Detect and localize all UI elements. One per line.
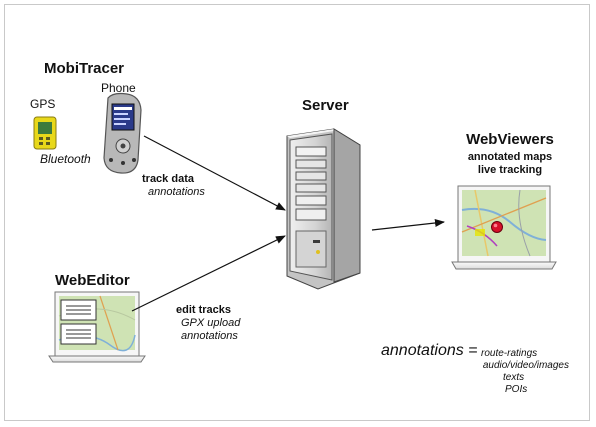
mobitracer-title: MobiTracer [44, 60, 125, 77]
diagram-frame [4, 4, 590, 421]
webeditor-title: WebEditor [55, 272, 130, 289]
webeditor-laptop-icon [48, 291, 146, 363]
edit-annotations-label: annotations [181, 330, 238, 342]
legend-term: annotations = [381, 342, 478, 359]
legend-item: texts [503, 372, 525, 383]
legend-item: audio/video/images [482, 360, 569, 371]
arrow-server-to-webviewers [371, 219, 445, 231]
arrow-webeditor-to-server [131, 235, 286, 312]
edit-tracks-label: edit tracks [176, 304, 232, 316]
gps-device-icon [33, 116, 57, 150]
webviewers-subtitle-tracking: live tracking [477, 164, 543, 176]
track-annotations-label: annotations [148, 186, 205, 198]
server-icon [286, 128, 361, 290]
gps-label: GPS [30, 97, 56, 111]
webviewers-title: WebViewers [466, 131, 554, 148]
legend-item: POIs [505, 384, 528, 395]
gpx-upload-label: GPX upload [181, 317, 241, 329]
webviewers-subtitle-maps: annotated maps [467, 151, 553, 163]
phone-icon [103, 92, 142, 174]
webviewers-laptop-icon [451, 185, 557, 270]
phone-label: Phone [101, 81, 136, 95]
track-data-label: track data [142, 173, 194, 185]
legend-item: route-ratings [481, 348, 538, 359]
bluetooth-label: Bluetooth [40, 152, 91, 166]
arrow-phone-to-server [143, 135, 286, 211]
server-title: Server [302, 97, 349, 114]
